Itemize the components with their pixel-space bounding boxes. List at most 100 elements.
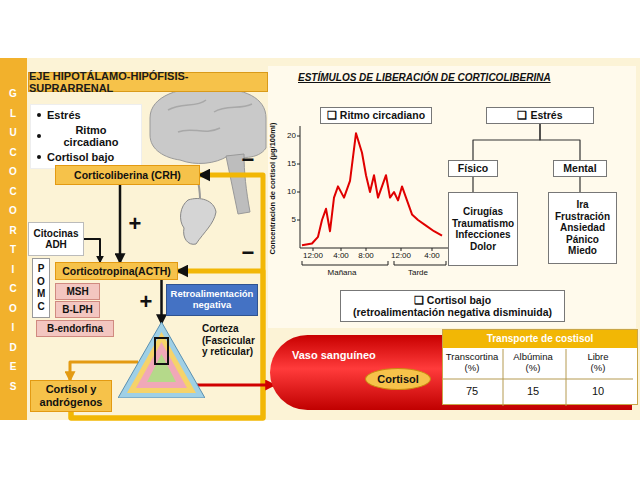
- zona-glomerulosa: [127, 332, 196, 393]
- side-bar: [0, 58, 27, 420]
- precursor-box: POMC: [32, 258, 50, 318]
- table-header: Libre (%): [582, 352, 614, 374]
- node-text: Cirugías Traumatismo Infecciones Dolor: [452, 206, 514, 252]
- tick-label: 15: [278, 159, 296, 168]
- table-header: Transcortina (%): [443, 352, 501, 374]
- node-text: MSH: [66, 286, 88, 298]
- edge-label: −: [240, 148, 256, 172]
- node-text: Corticoliberina (CRH): [74, 169, 181, 181]
- side-heading: GLUCOCORTICOIDES: [9, 84, 17, 396]
- edge-label: +: [138, 290, 154, 314]
- connector: [472, 177, 473, 192]
- list-box: Ira Frustración Ansiedad Pánico Miedo: [548, 192, 617, 264]
- node-text: POMC: [37, 263, 45, 313]
- x-axis: [300, 248, 448, 249]
- node-text: Físico: [458, 162, 488, 174]
- adrenal-drawing: [118, 322, 205, 398]
- feedback-box: Retroalimentación negativa: [166, 284, 258, 316]
- node-text: Corticotropina(ACTH): [62, 265, 171, 277]
- category-box: ❑ Cortisol bajo(retroalimentación negati…: [340, 290, 565, 322]
- zoom-frame: [155, 338, 168, 364]
- node-text: ❑ Cortisol bajo: [414, 294, 491, 306]
- node-text: Cortisol y andrógenos: [34, 383, 108, 408]
- tick-label: 20: [278, 131, 296, 140]
- node-text: B-LPH: [62, 304, 93, 316]
- node-text: Ritmo circadiano: [47, 124, 135, 149]
- node-text: Cortisol: [377, 373, 419, 386]
- bullet-dot: [37, 113, 41, 117]
- node-text: B-endorfina: [47, 323, 103, 335]
- hormone-box: Corticoliberina (CRH): [55, 165, 200, 185]
- adrenal-gland: Corteza (Fascicular y reticular): [118, 322, 260, 398]
- node-text: Citocinas ADH: [32, 228, 80, 251]
- connector: [160, 280, 163, 323]
- background-band: [0, 58, 640, 420]
- stimulus-list: EstrésRitmo circadianoCortisol bajo: [30, 104, 142, 169]
- connector: [579, 177, 580, 192]
- time-label: 12:00: [300, 251, 326, 260]
- list-row: Cortisol bajo: [37, 151, 114, 164]
- y-axis: [300, 126, 301, 248]
- period-label: Mañana: [317, 268, 367, 277]
- medulla: [147, 354, 176, 382]
- node-text: Retroalimentación negativa: [170, 289, 254, 311]
- category-box: ❑ Ritmo circadiano: [320, 107, 432, 124]
- node-text: Cortisol bajo: [47, 151, 114, 164]
- connector: [196, 384, 274, 387]
- cortisol-oval: Cortisol: [365, 368, 431, 390]
- node-text: Ira Frustración Ansiedad Pánico Miedo: [552, 199, 613, 257]
- tick-label: 5: [278, 215, 296, 224]
- node-text: Transporte de costisol: [443, 330, 637, 348]
- list-box: Cirugías Traumatismo Infecciones Dolor: [448, 192, 518, 266]
- node-text: (retroalimentación negativa disminuida): [353, 306, 552, 318]
- category-box: ❑ Estrés: [486, 107, 594, 124]
- axis-ticks: [297, 136, 432, 251]
- category-box: Físico: [448, 160, 498, 177]
- bullet-dot: [37, 155, 41, 159]
- period-brackets: [302, 261, 446, 265]
- connector: [84, 239, 100, 262]
- time-label: 8:00: [353, 251, 379, 260]
- connector: [540, 124, 580, 160]
- table-header: Albúmina (%): [507, 352, 559, 374]
- node-text: Mental: [563, 162, 596, 174]
- table-cell: 10: [582, 385, 614, 397]
- node-text: Vaso sanguíneo: [292, 349, 376, 362]
- pituitary: [181, 199, 216, 245]
- capsule: [118, 322, 205, 398]
- chart-axes: [297, 126, 448, 265]
- modulator-box: Citocinas ADH: [28, 222, 84, 256]
- peptide-box: B-endorfina: [36, 320, 114, 337]
- node-text: Corteza (Fascicular y reticular): [202, 323, 260, 358]
- bullet-dot: [37, 134, 41, 138]
- tick-label: 10: [278, 187, 296, 196]
- connector: [119, 185, 122, 262]
- time-label: 12:00: [388, 251, 414, 260]
- table-cell: 15: [507, 385, 559, 397]
- product-box: Cortisol y andrógenos: [30, 380, 112, 412]
- category-box: Mental: [553, 160, 607, 177]
- title-box: EJE HIPOTÁLAMO-HIPÓFISIS-SUPRARRENAL: [28, 72, 268, 92]
- list-row: Estrés: [37, 109, 81, 122]
- list-row: Ritmo circadiano: [37, 124, 135, 149]
- axis-title: Concentración de cortisol (µg/100ml): [268, 109, 277, 269]
- section-heading: ESTÍMULOS DE LIBERACIÓN DE CORTICOLIBERI…: [298, 72, 618, 83]
- time-label: 4:00: [419, 251, 445, 260]
- node-text: ❑ Estrés: [517, 109, 562, 121]
- cortisol-curve: [302, 133, 442, 245]
- node-text: Estrés: [47, 109, 81, 122]
- connector: [70, 362, 138, 380]
- brain-folds: [168, 100, 252, 132]
- node-text: ❑ Ritmo circadiano: [327, 109, 425, 121]
- grid-lines: [443, 349, 633, 406]
- connector: [473, 124, 540, 160]
- edge-label: −: [240, 241, 256, 265]
- period-label: Tarde: [393, 268, 443, 277]
- edge-label: +: [127, 212, 143, 236]
- peptide-box: MSH: [55, 283, 100, 300]
- peptide-box: B-LPH: [55, 301, 100, 318]
- time-label: 4:00: [328, 251, 354, 260]
- right-panel: [268, 66, 636, 328]
- hormone-box: Corticotropina(ACTH): [55, 262, 178, 280]
- table-cell: 75: [443, 385, 501, 397]
